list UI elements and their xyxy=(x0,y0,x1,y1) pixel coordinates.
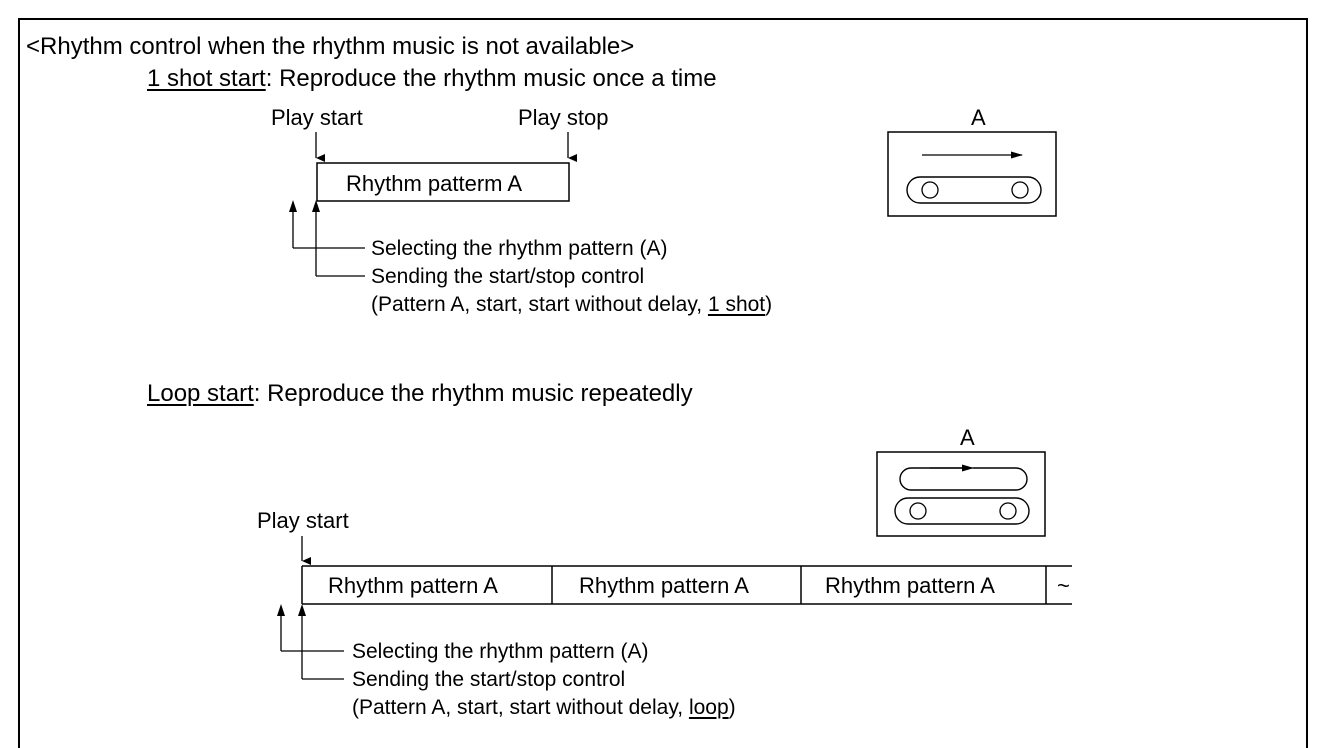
shot-title-underlined: 1 shot start xyxy=(147,65,266,92)
loop-note-select: Selecting the rhythm pattern (A) xyxy=(352,640,649,663)
loop-title-rest: : Reproduce the rhythm music repeatedly xyxy=(253,380,693,407)
loop-note-params: (Pattern A, start, start without delay, … xyxy=(352,697,736,718)
shot-play-start-label: Play start xyxy=(271,105,363,130)
loop-params-mode: loop xyxy=(688,696,729,719)
loop-params-text: (Pattern A, start, start without delay, xyxy=(352,696,689,719)
page-heading: <Rhythm control when the rhythm music is… xyxy=(26,33,635,60)
loop-pattern-3: Rhythm pattern A xyxy=(825,573,995,598)
loop-note-send: Sending the start/stop control xyxy=(352,668,626,691)
loop-pattern-1: Rhythm pattern A xyxy=(328,573,498,598)
shot-params-mode: 1 shot xyxy=(707,293,766,316)
shot-play-stop-label: Play stop xyxy=(518,105,609,130)
shot-note-params: (Pattern A, start, start without delay, … xyxy=(371,294,772,315)
tape-one-shot-icon xyxy=(887,131,1057,217)
shot-params-text: (Pattern A, start, start without delay, xyxy=(371,293,708,316)
loop-pattern-2: Rhythm pattern A xyxy=(579,573,749,598)
diagram-frame xyxy=(18,18,1308,748)
loop-params-close: ) xyxy=(728,696,736,719)
loop-title-underlined: Loop start xyxy=(147,380,254,407)
loop-tape-label: A xyxy=(960,425,975,450)
loop-play-start-label: Play start xyxy=(257,508,349,533)
loop-section-title: Loop start: Reproduce the rhythm music r… xyxy=(147,382,693,406)
shot-params-close: ) xyxy=(765,293,773,316)
loop-pattern-row xyxy=(301,565,1072,605)
shot-note-send: Sending the start/stop control xyxy=(371,265,645,288)
shot-pattern-box xyxy=(316,162,570,202)
shot-tape-label: A xyxy=(971,105,986,130)
shot-pattern-label: Rhythm patterm A xyxy=(346,171,523,196)
shot-title-rest: : Reproduce the rhythm music once a time xyxy=(265,65,717,92)
shot-section-title: 1 shot start: Reproduce the rhythm music… xyxy=(147,67,717,91)
loop-continuation: ~ xyxy=(1057,573,1070,598)
tape-loop-icon xyxy=(876,451,1046,537)
shot-note-select: Selecting the rhythm pattern (A) xyxy=(371,237,668,260)
